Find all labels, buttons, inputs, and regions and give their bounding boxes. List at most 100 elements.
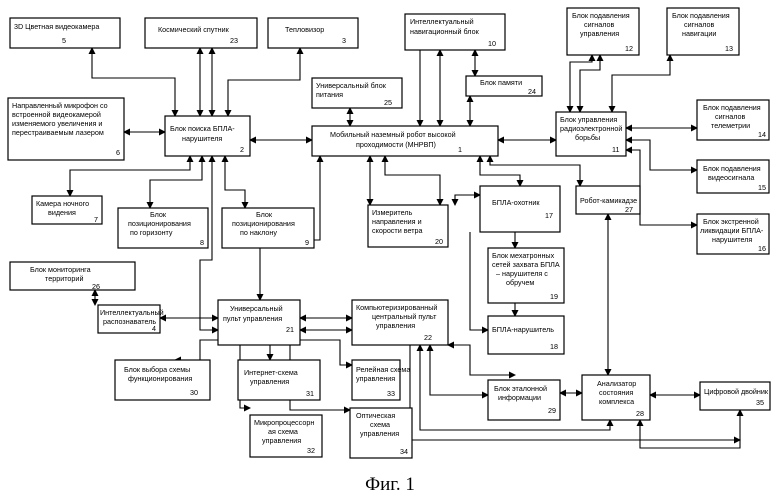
b16-number: 16	[758, 244, 766, 253]
b8-number: 8	[200, 238, 204, 247]
b12-line-3: управления	[580, 29, 619, 38]
b8-line-3: по горизонту	[130, 228, 173, 237]
b30-number: 30	[190, 388, 198, 397]
b26-number: 26	[92, 282, 100, 291]
b10-line-1: Интеллектуальный	[410, 17, 474, 26]
b34-line-1: Оптическая	[356, 411, 395, 420]
figure-caption: Фиг. 1	[0, 474, 780, 496]
b18-number: 18	[550, 342, 558, 351]
b22-line-1: Компьютеризированный	[356, 303, 437, 312]
b21-line-2: пульт управления	[223, 314, 282, 323]
b33-number: 33	[387, 389, 395, 398]
b25-number: 25	[384, 98, 392, 107]
b10-number: 10	[488, 39, 496, 48]
b12-line-1: Блок подавления	[572, 11, 630, 20]
b4-number: 4	[152, 324, 156, 333]
b12-line-2: сигналов	[584, 20, 614, 29]
b16-line-1: Блок экстренной	[703, 217, 759, 226]
b28-line-3: комплекса	[599, 397, 634, 406]
b15-line-1: Блок подавления	[703, 164, 761, 173]
b3-line-1: Тепловизор	[285, 25, 324, 34]
b31-line-2: управления	[250, 377, 289, 386]
b12-number: 12	[625, 44, 633, 53]
b10-line-2: навигационный блок	[410, 27, 480, 36]
b27-line-1: Робот-камикадзе	[580, 196, 637, 205]
b24-line-1: Блок памяти	[480, 78, 522, 87]
b20-number: 20	[435, 237, 443, 246]
b19-line-3: – нарушителя с	[496, 269, 548, 278]
b25-line-2: питания	[316, 90, 343, 99]
b23-line-1: Космический спутник	[158, 25, 230, 34]
b2-number: 2	[240, 145, 244, 154]
b27-number: 27	[625, 205, 633, 214]
b28-line-1: Анализатор	[597, 379, 636, 388]
b20-line-2: направления и	[372, 217, 422, 226]
b17-number: 17	[545, 211, 553, 220]
b13-number: 13	[725, 44, 733, 53]
b11-number: 11	[612, 145, 619, 154]
b9-line-1: Блок	[256, 210, 273, 219]
b11-line-2: радиоэлектронной	[560, 124, 622, 133]
b4-line-2: распознаватель	[103, 317, 156, 326]
b6-line-1: Направленный микрофон со	[12, 101, 108, 110]
b5-line-1: 3D Цветная видеокамера	[14, 22, 99, 31]
b26-line-2: территорий	[45, 274, 83, 283]
b1-number: 1	[458, 145, 462, 154]
b19-line-2: сетей захвата БПЛА	[492, 260, 560, 269]
b13-line-1: Блок подавления	[672, 11, 730, 20]
b7-line-2: видения	[48, 208, 76, 217]
b7-line-1: Камера ночного	[36, 199, 89, 208]
b35-line-1: Цифровой двойник	[704, 387, 769, 396]
b22-line-3: управления	[376, 321, 415, 330]
b33-line-1: Релейная схема	[356, 365, 410, 374]
b3-number: 3	[342, 36, 346, 45]
b13-line-2: сигналов	[684, 20, 714, 29]
b11-line-1: Блок управления	[560, 115, 617, 124]
b13-line-3: навигации	[682, 29, 716, 38]
b1-line-1: Мобильный наземный робот высокой	[330, 130, 456, 139]
b29-number: 29	[548, 406, 556, 415]
b16-line-2: ликвидации БПЛА-	[700, 226, 764, 235]
b9-line-3: по наклону	[240, 228, 277, 237]
b29-line-2: информации	[498, 393, 541, 402]
b6-number: 6	[116, 148, 120, 157]
b28-number: 28	[636, 409, 644, 418]
b8-line-1: Блок	[150, 210, 167, 219]
b14-line-3: телеметрии	[711, 121, 750, 130]
b11-line-3: борьбы	[575, 133, 600, 142]
b8-line-2: позиционирования	[128, 219, 191, 228]
b32-line-1: Микропроцессорн	[254, 418, 314, 427]
b9-line-2: позиционирования	[232, 219, 295, 228]
b6-line-4: перестраиваемым лазером	[12, 128, 104, 137]
b2-line-1: Блок поиска БПЛА-	[170, 124, 235, 133]
b20-line-1: Измеритель	[372, 208, 413, 217]
b33-line-2: управления	[356, 374, 395, 383]
b19-number: 19	[550, 292, 558, 301]
b19-line-4: обручем	[506, 278, 534, 287]
b28-line-2: состояния	[599, 388, 633, 397]
b6-line-3: изменяемого увеличения и	[12, 119, 102, 128]
b35-number: 35	[756, 398, 764, 407]
b15-line-2: видеосигнала	[708, 173, 754, 182]
b19-line-1: Блок мехатронных	[492, 251, 555, 260]
b14-line-2: сигналов	[715, 112, 745, 121]
b32-line-2: ая схема	[268, 427, 298, 436]
b6-line-2: встроенной видеокамерой	[12, 110, 101, 119]
b24-number: 24	[528, 87, 536, 96]
b22-number: 22	[424, 333, 432, 342]
b17-line-1: БПЛА-охотник	[492, 198, 540, 207]
b23-number: 23	[230, 36, 238, 45]
b30-line-2: функционирования	[128, 374, 192, 383]
b20-line-3: скорости ветра	[372, 226, 423, 235]
b29-line-1: Блок эталонной	[494, 384, 547, 393]
b21-number: 21	[286, 325, 294, 334]
b16-line-3: нарушителя	[712, 235, 752, 244]
b34-number: 34	[400, 447, 408, 456]
b18-line-1: БПЛА-нарушитель	[492, 325, 554, 334]
b21-line-1: Универсальный	[230, 304, 283, 313]
b34-line-3: управления	[360, 429, 399, 438]
b32-number: 32	[307, 446, 315, 455]
b5-number: 5	[62, 36, 66, 45]
b30-line-1: Блок выбора схемы	[124, 365, 190, 374]
